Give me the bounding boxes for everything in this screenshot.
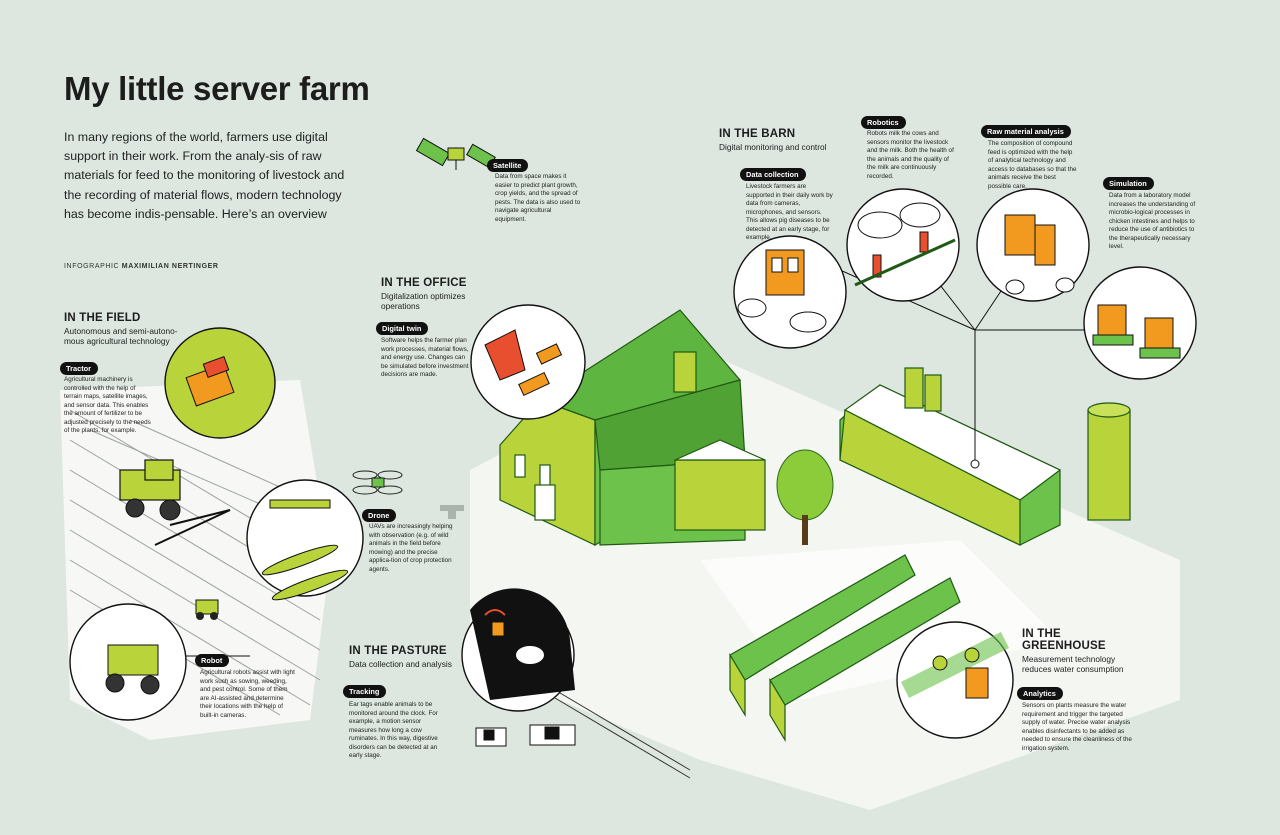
credit-line: INFOGRAPHIC MAXIMILIAN NERTINGER	[64, 263, 219, 270]
robotics-circle-content	[854, 202, 956, 287]
tracking-label: Tracking	[343, 685, 387, 698]
satellite-label: Satellite	[487, 159, 529, 172]
digital-twin-text: Software helps the farmer plan work proc…	[381, 337, 469, 378]
pasture-title: IN THE PASTURE	[349, 645, 447, 657]
simulation-text: Data from a laboratory model increases t…	[1109, 192, 1196, 250]
satellite-text: Data from space makes it easier to predi…	[495, 173, 581, 223]
simulation-tag: Simulation	[1103, 173, 1154, 191]
office-subtitle: Digitalization optimizes operations	[381, 291, 466, 312]
tractor-tag: Tractor	[60, 358, 99, 376]
drone-label: Drone	[362, 509, 397, 522]
tree-icon	[776, 449, 834, 545]
digital-twin-circle	[470, 304, 586, 420]
greenhouse-subtitle: Measurement technology reduces water con…	[1022, 654, 1124, 675]
data-collection-circle-content	[737, 249, 827, 333]
tractor-icon	[119, 459, 231, 546]
robot-text: Agricultural robots assist with light wo…	[200, 669, 295, 719]
data-collection-text: Livestock farmers are supported in their…	[746, 183, 833, 241]
barn-title: IN THE BARN	[719, 128, 796, 140]
field-subtitle: Autonomous and semi-autono-mous agricult…	[64, 326, 178, 347]
greenhouse-section: IN THE GREENHOUSE Measurement technology…	[1022, 628, 1142, 675]
robotics-label: Robotics	[861, 116, 906, 129]
pasture-subtitle: Data collection and analysis	[349, 659, 452, 670]
greenhouse-title: IN THE GREENHOUSE	[1022, 628, 1106, 653]
pasture-section: IN THE PASTURE Data collection and analy…	[349, 645, 479, 669]
robotics-text: Robots milk the cows and sensors monitor…	[867, 130, 954, 180]
greenhouse-icon	[729, 554, 961, 743]
analytics-label: Analytics	[1017, 687, 1063, 700]
cow-barn-icon	[839, 367, 1062, 546]
raw-material-circle-content	[1004, 214, 1075, 295]
data-collection-tag: Data collection	[740, 164, 806, 182]
drone-shadow-icon	[440, 505, 464, 519]
tracking-tag: Tracking	[343, 681, 387, 699]
analytics-circle-content	[900, 631, 1010, 699]
barn-house-icon	[499, 309, 766, 547]
digital-twin-circle-content	[484, 329, 563, 397]
raw-material-label: Raw material analysis	[981, 125, 1071, 138]
field-robot-icon	[195, 599, 219, 620]
raw-material-tag: Raw material analysis	[981, 121, 1071, 139]
robot-tag: Robot	[195, 650, 230, 668]
fence-icon	[554, 689, 691, 779]
page-title: My little server farm	[64, 70, 370, 107]
tracking-circle-content	[470, 588, 575, 700]
tractor-text: Agricultural machinery is controlled wit…	[64, 376, 151, 434]
drone-text: UAVs are increasingly helping with obser…	[369, 523, 453, 573]
drone-tag: Drone	[362, 505, 397, 523]
drone-detail-circle	[246, 479, 364, 597]
field-section: IN THE FIELD Autonomous and semi-autono-…	[64, 312, 194, 347]
tractor-label: Tractor	[60, 362, 99, 375]
silo-icon	[1087, 402, 1131, 521]
robot-circle-content	[105, 644, 160, 695]
drone-circle-content	[261, 499, 349, 601]
credit-prefix: INFOGRAPHIC	[64, 263, 120, 270]
drone-icon	[352, 470, 403, 495]
barn-section: IN THE BARN Digital monitoring and contr…	[719, 128, 849, 152]
field-title: IN THE FIELD	[64, 312, 141, 324]
simulation-circle-content	[1092, 304, 1181, 359]
simulation-label: Simulation	[1103, 177, 1154, 190]
digital-twin-label: Digital twin	[376, 322, 429, 335]
cow-icon	[475, 724, 576, 747]
analytics-tag: Analytics	[1017, 683, 1063, 701]
office-section: IN THE OFFICE Digitalization optimizes o…	[381, 277, 491, 312]
analytics-text: Sensors on plants measure the water requ…	[1022, 702, 1132, 752]
data-collection-label: Data collection	[740, 168, 806, 181]
office-title: IN THE OFFICE	[381, 277, 467, 289]
raw-material-text: The composition of compound feed is opti…	[988, 140, 1077, 190]
barn-subtitle: Digital monitoring and control	[719, 142, 827, 153]
credit-author: MAXIMILIAN NERTINGER	[121, 263, 219, 270]
digital-twin-tag: Digital twin	[376, 318, 429, 336]
satellite-icon	[415, 137, 496, 170]
robot-label: Robot	[195, 654, 230, 667]
robotics-tag: Robotics	[861, 112, 906, 130]
intro-text: In many regions of the world, farmers us…	[64, 130, 345, 221]
satellite-tag: Satellite	[487, 155, 529, 173]
tracking-text: Ear tags enable animals to be monitored …	[349, 701, 438, 759]
tractor-circle-content	[185, 356, 235, 407]
